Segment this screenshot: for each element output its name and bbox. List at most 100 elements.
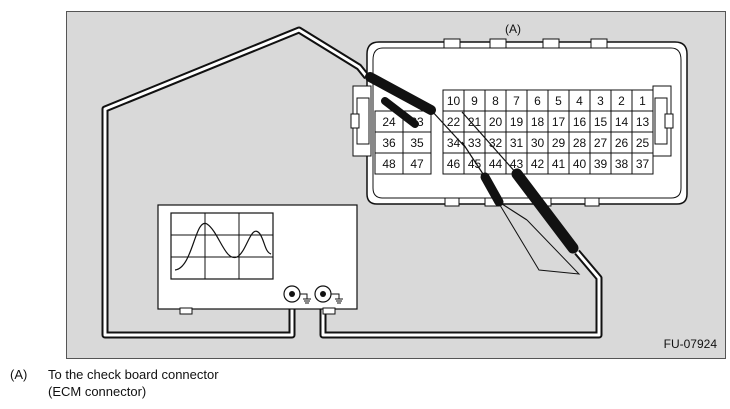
pin-6: 6	[526, 89, 549, 112]
pin-41: 41	[547, 152, 570, 175]
pin-16: 16	[568, 110, 591, 133]
pin-30: 30	[526, 131, 549, 154]
pin-22: 22	[442, 110, 465, 133]
legend-line-1: To the check board connector	[48, 367, 219, 382]
pin-9: 9	[463, 89, 486, 112]
pin-label: 14	[615, 115, 629, 129]
legend-line-2: (ECM connector)	[48, 384, 147, 399]
pin-label: 35	[410, 136, 424, 150]
pin-17: 17	[547, 110, 570, 133]
wiring-diagram: 1098765432124232221201918171615141336353…	[101, 22, 688, 339]
pin-24: 24	[374, 110, 404, 133]
pin-label: 9	[471, 94, 478, 108]
pin-13: 13	[631, 110, 654, 133]
pin-label: 48	[382, 157, 396, 171]
pin-45: 45	[463, 152, 486, 175]
pin-label: 16	[573, 115, 587, 129]
pin-8: 8	[484, 89, 507, 112]
pin-label: 1	[639, 94, 646, 108]
pin-label: 28	[573, 136, 587, 150]
pin-31: 31	[505, 131, 528, 154]
pin-7: 7	[505, 89, 528, 112]
connector-label: (A)	[505, 22, 521, 36]
probe-1-sleeve	[381, 97, 419, 128]
scope-lead-wire	[101, 26, 370, 339]
pin-10: 10	[442, 89, 465, 112]
pin-20: 20	[484, 110, 507, 133]
pin-label: 46	[447, 157, 461, 171]
pin-label: 31	[510, 136, 524, 150]
pin-40: 40	[568, 152, 591, 175]
pin-label: 10	[447, 94, 461, 108]
pin-2: 2	[610, 89, 633, 112]
pin-label: 7	[513, 94, 520, 108]
input-jack-1	[283, 285, 311, 304]
pin-15: 15	[589, 110, 612, 133]
pin-label: 22	[447, 115, 461, 129]
pin-label: 38	[615, 157, 629, 171]
pin-label: 32	[489, 136, 503, 150]
pin-42: 42	[526, 152, 549, 175]
pin-label: 43	[510, 157, 524, 171]
pin-label: 40	[573, 157, 587, 171]
pin-label: 26	[615, 136, 629, 150]
pin-label: 41	[552, 157, 566, 171]
pin-label: 19	[510, 115, 524, 129]
probe-lead-wire	[319, 249, 603, 339]
pin-36: 36	[374, 131, 404, 154]
pin-18: 18	[526, 110, 549, 133]
pin-44: 44	[484, 152, 507, 175]
pin-label: 4	[576, 94, 583, 108]
probe-3	[461, 111, 579, 254]
pin-label: 47	[410, 157, 424, 171]
pin-5: 5	[547, 89, 570, 112]
pin-38: 38	[610, 152, 633, 175]
pin-29: 29	[547, 131, 570, 154]
pin-25: 25	[631, 131, 654, 154]
pin-label: 18	[531, 115, 545, 129]
pin-27: 27	[589, 131, 612, 154]
waveform-trace	[174, 222, 272, 271]
pin-47: 47	[402, 152, 432, 175]
pin-label: 27	[594, 136, 608, 150]
pin-28: 28	[568, 131, 591, 154]
pin-label: 34	[447, 136, 461, 150]
pin-label: 25	[636, 136, 650, 150]
pin-label: 37	[636, 157, 650, 171]
pin-1: 1	[631, 89, 654, 112]
pin-label: 42	[531, 157, 545, 171]
pin-14: 14	[610, 110, 633, 133]
pin-35: 35	[402, 131, 432, 154]
pin-label: 13	[636, 115, 650, 129]
thin-wire	[464, 146, 581, 275]
pin-label: 29	[552, 136, 566, 150]
pin-3: 3	[589, 89, 612, 112]
pin-label: 44	[489, 157, 503, 171]
pin-19: 19	[505, 110, 528, 133]
pin-label: 5	[555, 94, 562, 108]
pin-39: 39	[589, 152, 612, 175]
pin-label: 21	[468, 115, 482, 129]
probe-2	[461, 141, 528, 221]
pin-label: 8	[492, 94, 499, 108]
pin-43: 43	[505, 152, 528, 175]
pin-label: 15	[594, 115, 608, 129]
pin-37: 37	[631, 152, 654, 175]
pin-label: 24	[382, 115, 396, 129]
pin-label: 33	[468, 136, 482, 150]
input-jack-2	[314, 285, 343, 304]
pin-label: 2	[618, 94, 625, 108]
pin-label: 39	[594, 157, 608, 171]
pin-label: 6	[534, 94, 541, 108]
legend-key: (A)	[10, 367, 28, 382]
diagram-figure: 1098765432124232221201918171615141336353…	[66, 11, 726, 359]
pin-label: 17	[552, 115, 566, 129]
pin-46: 46	[442, 152, 465, 175]
pin-26: 26	[610, 131, 633, 154]
figure-code: FU-07924	[663, 337, 717, 351]
pin-label: 36	[382, 136, 396, 150]
probe-1	[365, 72, 466, 148]
pin-4: 4	[568, 89, 591, 112]
pin-label: 3	[597, 94, 604, 108]
pin-label: 30	[531, 136, 545, 150]
